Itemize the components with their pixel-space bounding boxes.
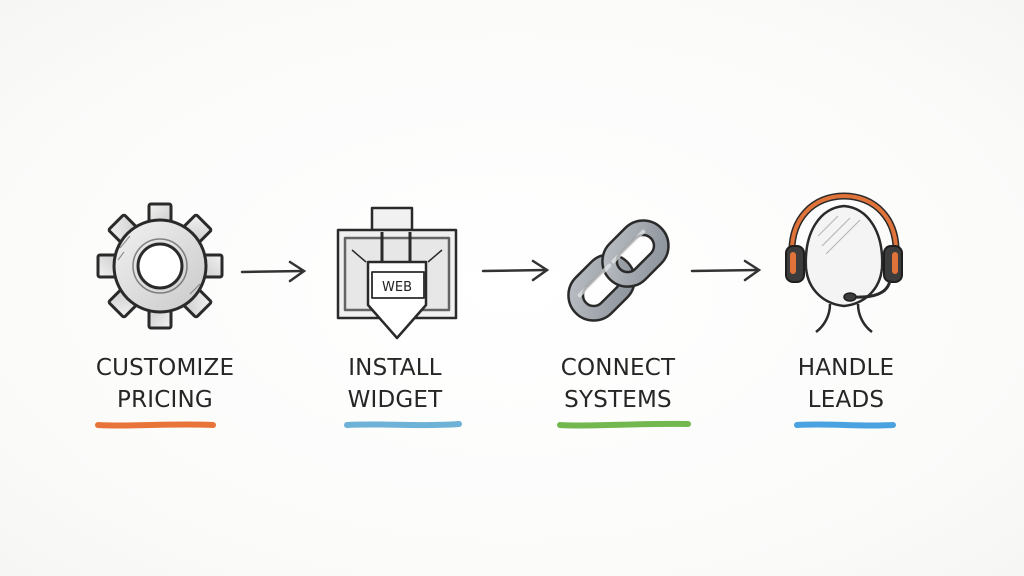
step-label-line-1: INSTALL [348, 355, 442, 381]
step-label-line-1: CUSTOMIZE [95, 355, 235, 381]
step-label-line-2: PRICING [117, 387, 213, 413]
step-label-handle-leads: HANDLE LEADS [726, 352, 966, 416]
arrow-right-icon [690, 259, 762, 282]
underline-install-widget [344, 421, 462, 429]
step-label-line-1: CONNECT [560, 355, 676, 381]
step-label-customize-pricing: CUSTOMIZE PRICING [45, 352, 285, 416]
arrow-right-icon [240, 260, 307, 283]
step-label-line-2: LEADS [807, 387, 885, 413]
web-plug-icon [336, 206, 458, 340]
step-label-line-2: WIDGET [347, 387, 443, 413]
underline-handle-leads [794, 421, 896, 429]
step-label-line-1: HANDLE [797, 355, 895, 381]
web-icon-text: WEB [382, 280, 412, 295]
step-label-install-widget: INSTALL WIDGET [275, 352, 515, 416]
gear-icon [96, 202, 224, 330]
underline-marks [95, 420, 896, 429]
underline-customize-pricing [95, 421, 216, 429]
step-label-connect-systems: CONNECT SYSTEMS [498, 352, 738, 416]
arrow-right-icon [481, 259, 550, 282]
step-label-line-2: SYSTEMS [564, 387, 672, 413]
headset-icon [785, 192, 903, 333]
chain-link-icon [567, 219, 670, 322]
underline-connect-systems [557, 420, 691, 429]
